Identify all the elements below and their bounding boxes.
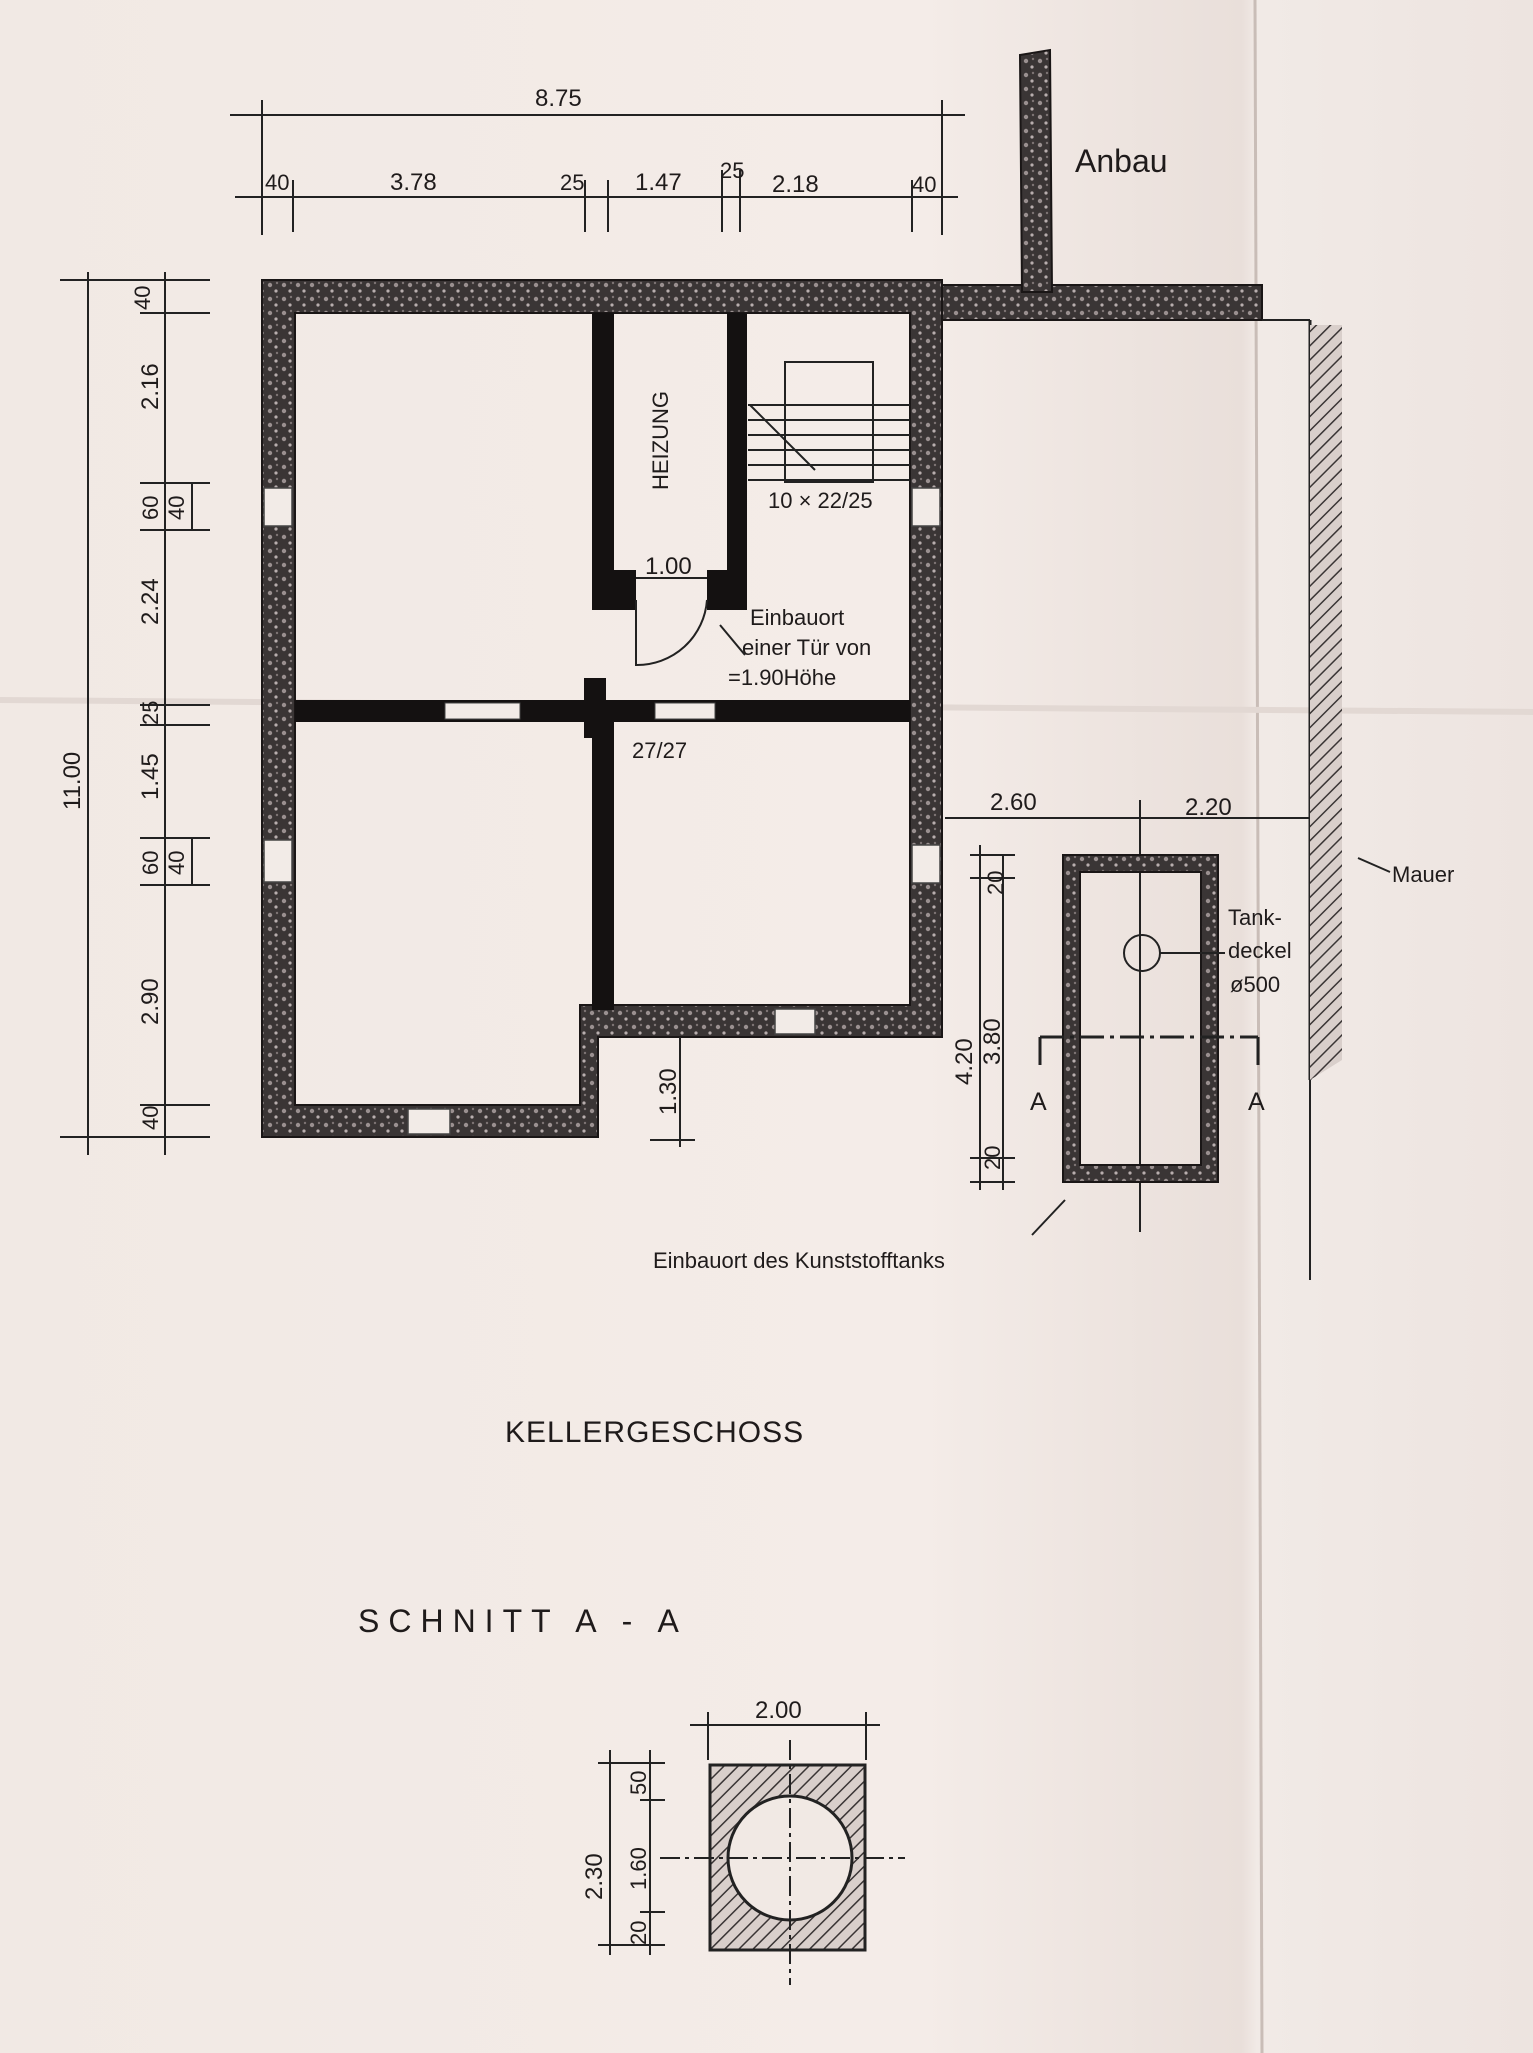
dim-section-top: 50 <box>626 1771 651 1795</box>
dim-top-1: 40 <box>265 170 289 195</box>
anbau-wall-horizontal <box>941 284 1263 321</box>
dim-top-7: 40 <box>912 172 936 197</box>
tank-location-note: Einbauort des Kunststofftanks <box>653 1248 945 1273</box>
dim-left-6: 25 <box>138 701 163 725</box>
dim-top-3: 25 <box>560 170 584 195</box>
dim-section-width: 2.00 <box>755 1697 802 1724</box>
dim-top-2: 3.78 <box>390 169 437 196</box>
dim-top-5: 25 <box>720 158 744 183</box>
dim-total-depth: 11.00 <box>59 752 86 810</box>
door-note-leader <box>719 624 746 656</box>
heating-room-label: HEIZUNG <box>648 391 673 490</box>
section-centerlines <box>660 1740 905 1985</box>
dim-section-inner: 1.60 <box>626 1847 651 1890</box>
dim-tank-total: 4.20 <box>951 1038 978 1085</box>
wall-label: Mauer <box>1392 862 1454 887</box>
heating-room-walls <box>592 313 747 610</box>
door-note-line2: einer Tür von <box>742 635 871 660</box>
section-marker-left: A <box>1030 1088 1047 1116</box>
floor-title: KELLERGESCHOSS <box>505 1416 804 1449</box>
anbau-wall-vertical <box>1018 48 1054 293</box>
dim-left-1: 40 <box>130 286 155 310</box>
window-openings <box>263 487 941 1135</box>
dim-tank-inner: 3.80 <box>979 1018 1006 1065</box>
section-marker-right: A <box>1248 1088 1265 1116</box>
dim-section-height: 2.30 <box>581 1853 608 1900</box>
door-note-line3: =1.90Höhe <box>728 665 836 690</box>
step-dimension <box>650 1037 695 1147</box>
paper-fold-vertical <box>1253 0 1264 2053</box>
dim-left-5: 2.24 <box>137 578 164 625</box>
dim-left-9: 40 <box>164 851 189 875</box>
dim-step: 1.30 <box>655 1068 682 1115</box>
dim-left-11: 40 <box>138 1106 163 1130</box>
pillar-label: 27/27 <box>632 738 687 763</box>
dim-tank-offset: 2.60 <box>990 789 1037 816</box>
dim-left-4: 40 <box>164 496 189 520</box>
stair-label: 10 × 22/25 <box>768 488 873 513</box>
tank-lid-circle <box>1123 934 1161 972</box>
top-dimensions <box>230 100 965 235</box>
dim-left-2: 2.16 <box>137 363 164 410</box>
door-swing <box>635 599 708 667</box>
dim-left-3: 60 <box>138 496 163 520</box>
door-note-line1: Einbauort <box>750 605 844 630</box>
section-dimensions <box>598 1712 880 1955</box>
left-dimensions <box>60 272 210 1155</box>
exterior-walls <box>261 279 943 1138</box>
dim-top-6: 2.18 <box>772 171 819 198</box>
tank-lid-label-2: deckel <box>1228 938 1292 963</box>
dim-tank-bottom: 20 <box>980 1146 1005 1170</box>
wall-leader <box>1357 857 1391 873</box>
section-line-aa <box>1038 1035 1260 1065</box>
dim-left-8: 60 <box>138 851 163 875</box>
door-width-dim: 1.00 <box>645 553 692 580</box>
tank-note-leader <box>1031 1199 1066 1236</box>
staircase <box>748 361 910 483</box>
boundary-wall-hatch <box>1310 325 1342 1080</box>
tank-lid-label-3: ø500 <box>1230 972 1280 997</box>
dim-tank-top: 20 <box>983 871 1008 895</box>
anbau-label: Anbau <box>1075 143 1168 179</box>
section-title: SCHNITT A - A <box>358 1603 688 1639</box>
dim-top-4: 1.47 <box>635 169 682 196</box>
tank-lid-label-1: Tank- <box>1228 905 1282 930</box>
dim-total-width: 8.75 <box>535 85 582 112</box>
tank-pit <box>1062 854 1219 1183</box>
dim-left-7: 1.45 <box>137 753 164 800</box>
middle-vertical-wall <box>592 720 614 1010</box>
dim-tank-wall: 2.20 <box>1185 794 1232 821</box>
dim-left-10: 2.90 <box>137 978 164 1025</box>
dim-section-bottom: 20 <box>626 1921 651 1945</box>
